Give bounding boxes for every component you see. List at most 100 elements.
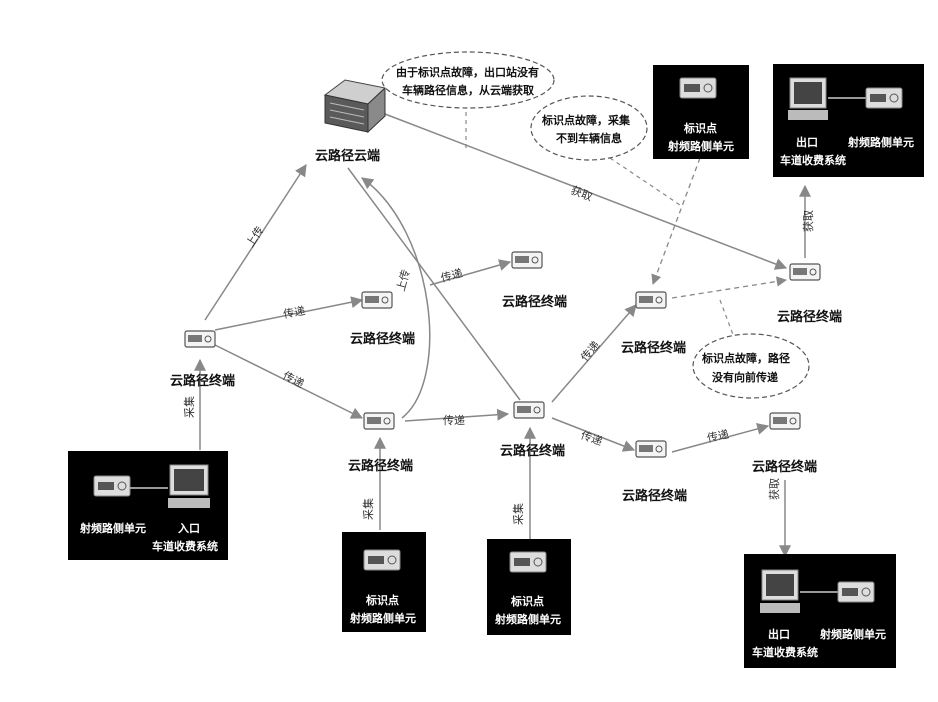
edge-pass-center: [404, 408, 510, 422]
terminal-left: 云路径终端: [170, 330, 235, 389]
terminal-far-right: 云路径终端: [777, 263, 842, 325]
exit-toll-box-top: 出口 射频路侧单元 车道收费系统: [773, 64, 924, 177]
exit-unit-label: 射频路侧单元: [819, 627, 886, 641]
note-collect-fault: 标识点故障，采集 不到车辆信息: [530, 95, 648, 161]
label-fetch-main: 获取: [569, 184, 594, 204]
edge-dashed-broken-path: [671, 276, 788, 299]
exit-system-label-1: 出口: [796, 135, 818, 149]
rsu-icon: [363, 412, 395, 430]
marker-box-top: 标识点 射频路侧单元: [653, 65, 749, 159]
exit-system-label-1: 出口: [768, 627, 790, 641]
rsu-icon: [679, 77, 717, 99]
edge-pass-top-center: [429, 259, 512, 286]
edges: [194, 104, 811, 558]
terminal-label: 云路径终端: [170, 373, 235, 389]
label-pass-center: 传递: [443, 413, 465, 427]
rsu-icon: [93, 475, 131, 497]
cloud-server-label: 云路径云端: [315, 148, 380, 164]
marker-box-bottom-left: 标识点 射频路侧单元: [342, 532, 426, 632]
rsu-icon: [865, 87, 903, 109]
terminal-mid-left: 云路径终端: [348, 412, 413, 474]
marker-box-bottom-center: 标识点 射频路侧单元: [487, 539, 571, 635]
rsu-icon: [837, 581, 875, 603]
exit-unit-label: 射频路侧单元: [847, 135, 914, 149]
exit-system-label-2: 车道收费系统: [752, 645, 818, 659]
terminal-label: 云路径终端: [350, 331, 415, 347]
note-connector-path: [719, 299, 736, 341]
rsu-icon: [789, 263, 821, 281]
edge-pass-up-right: [551, 304, 637, 403]
rsu-icon: [361, 291, 393, 309]
rsu-icon: [635, 291, 667, 309]
entry-toll-box: 射频路侧单元 入口 车道收费系统: [68, 451, 228, 560]
note-line-1: 标识点故障，路径: [701, 351, 790, 365]
edge-fetch-main: [384, 113, 788, 270]
edge-upload-mid: [361, 177, 431, 419]
computer-icon: [168, 464, 210, 508]
marker-label-2: 射频路侧单元: [494, 612, 561, 626]
rsu-icon: [363, 549, 401, 571]
exit-toll-box-bottom: 出口 射频路侧单元 车道收费系统: [744, 554, 896, 668]
label-upload-mid: 上传: [394, 268, 412, 293]
terminal-label: 云路径终端: [500, 443, 565, 459]
note-line-2: 不到车辆信息: [556, 131, 622, 145]
terminal-label: 云路径终端: [752, 459, 817, 475]
edge-upload-left: [204, 163, 307, 321]
rsu-icon: [509, 551, 547, 573]
terminal-bottom-right: 云路径终端: [752, 412, 817, 475]
edge-pass-down-right: [551, 417, 636, 452]
computer-icon: [760, 569, 800, 613]
entry-system-label-2: 车道收费系统: [152, 539, 218, 553]
label-fetch-exit-top: 获取: [802, 210, 815, 232]
label-pass-top: 传递: [282, 303, 306, 321]
server-icon: [323, 79, 387, 134]
note-path-fault: 标识点故障，路径 没有向前传递: [692, 333, 810, 399]
terminal-upper-right: 云路径终端: [621, 291, 686, 356]
note-line-2: 车辆路径信息，从云端获取: [402, 83, 534, 97]
terminal-center: 云路径终端: [500, 401, 565, 459]
marker-label-1: 标识点: [365, 593, 399, 607]
note-line-1: 由于标识点故障，出口站没有: [396, 65, 539, 79]
note-cloud-fault: 由于标识点故障，出口站没有 车辆路径信息，从云端获取: [381, 51, 555, 109]
marker-label-1: 标识点: [510, 594, 544, 608]
entry-system-label-1: 入口: [178, 522, 200, 535]
terminal-label: 云路径终端: [777, 309, 842, 325]
marker-label-2: 射频路侧单元: [349, 611, 416, 625]
rsu-icon: [184, 330, 216, 348]
edge-pass-left-low: [214, 344, 364, 419]
edge-pass-top: [214, 296, 364, 331]
marker-label-1: 标识点: [683, 121, 717, 135]
edge-pass-far: [671, 423, 770, 453]
terminal-top-mid: 云路径终端: [350, 291, 415, 347]
computer-icon: [788, 77, 828, 120]
rsu-icon: [635, 440, 667, 458]
rsu-icon: [513, 401, 545, 419]
cloud-server: 云路径云端: [315, 79, 387, 164]
terminal-label: 云路径终端: [348, 458, 413, 474]
label-pass-up-right: 传递: [578, 338, 603, 364]
marker-label-2: 射频路侧单元: [667, 139, 734, 153]
terminal-label: 云路径终端: [622, 488, 687, 504]
note-line-2: 没有向前传递: [712, 370, 778, 384]
label-pass-top-center: 传递: [439, 266, 464, 285]
label-pass-down-right: 传递: [579, 428, 604, 449]
exit-system-label-2: 车道收费系统: [780, 153, 846, 167]
terminal-label: 云路径终端: [502, 294, 567, 310]
label-upload-left: 上传: [244, 224, 267, 250]
edge-dashed-marker-top: [651, 157, 701, 285]
rsu-icon: [769, 412, 801, 430]
label-pass-far: 传递: [706, 427, 730, 445]
rsu-icon: [511, 251, 543, 269]
note-line-1: 标识点故障，采集: [541, 113, 631, 127]
label-collect-bl: 采集: [361, 498, 375, 520]
terminal-top-center: 云路径终端: [502, 251, 567, 310]
label-pass-left-low: 传递: [281, 368, 307, 390]
entry-unit-label: 射频路侧单元: [79, 521, 146, 535]
terminal-label: 云路径终端: [621, 340, 686, 356]
terminal-lower-right: 云路径终端: [622, 440, 687, 504]
label-collect-entry: 采集: [182, 396, 196, 418]
label-fetch-exit-bottom: 获取: [768, 478, 781, 500]
note-connector-collect: [609, 157, 681, 206]
label-collect-bc: 采集: [511, 503, 525, 525]
